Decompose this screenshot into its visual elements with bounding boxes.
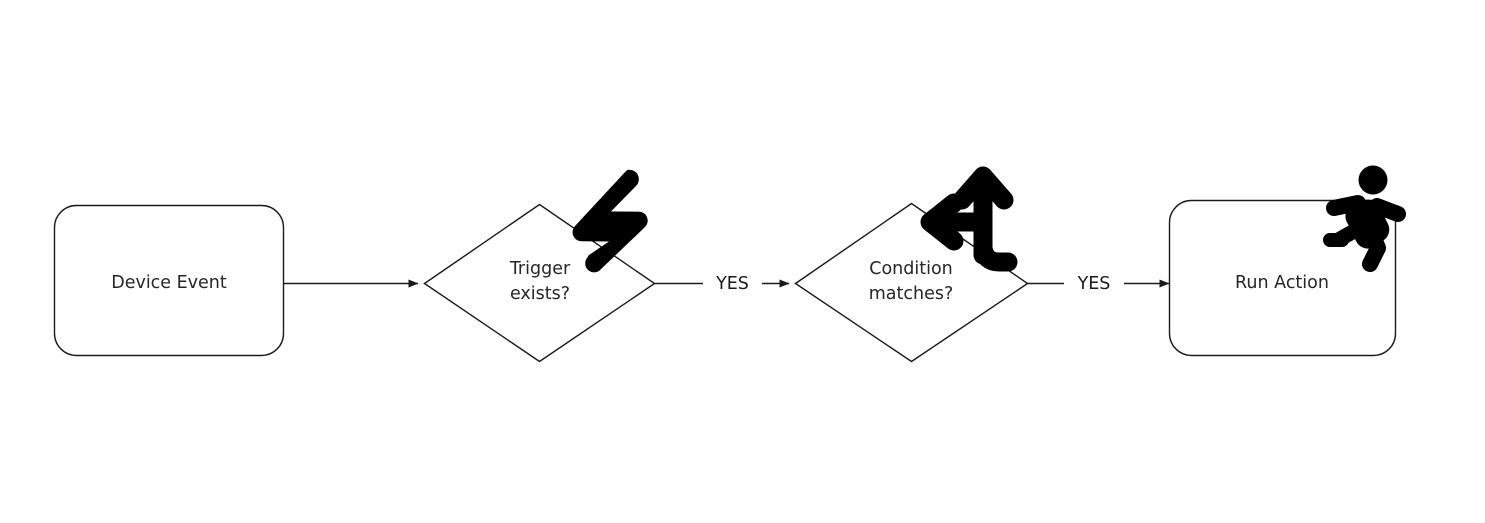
edge-label-trigger-to-condition: YES (716, 274, 749, 294)
node-device-event-shape[interactable] (53, 204, 285, 357)
node-condition-matches-shape[interactable] (794, 202, 1029, 363)
running-person-icon (1323, 165, 1406, 272)
lightning-bolt-icon (572, 169, 648, 273)
edge-label-condition-to-action: YES (1077, 274, 1111, 294)
branch-fork-arrow-icon (920, 166, 1018, 272)
